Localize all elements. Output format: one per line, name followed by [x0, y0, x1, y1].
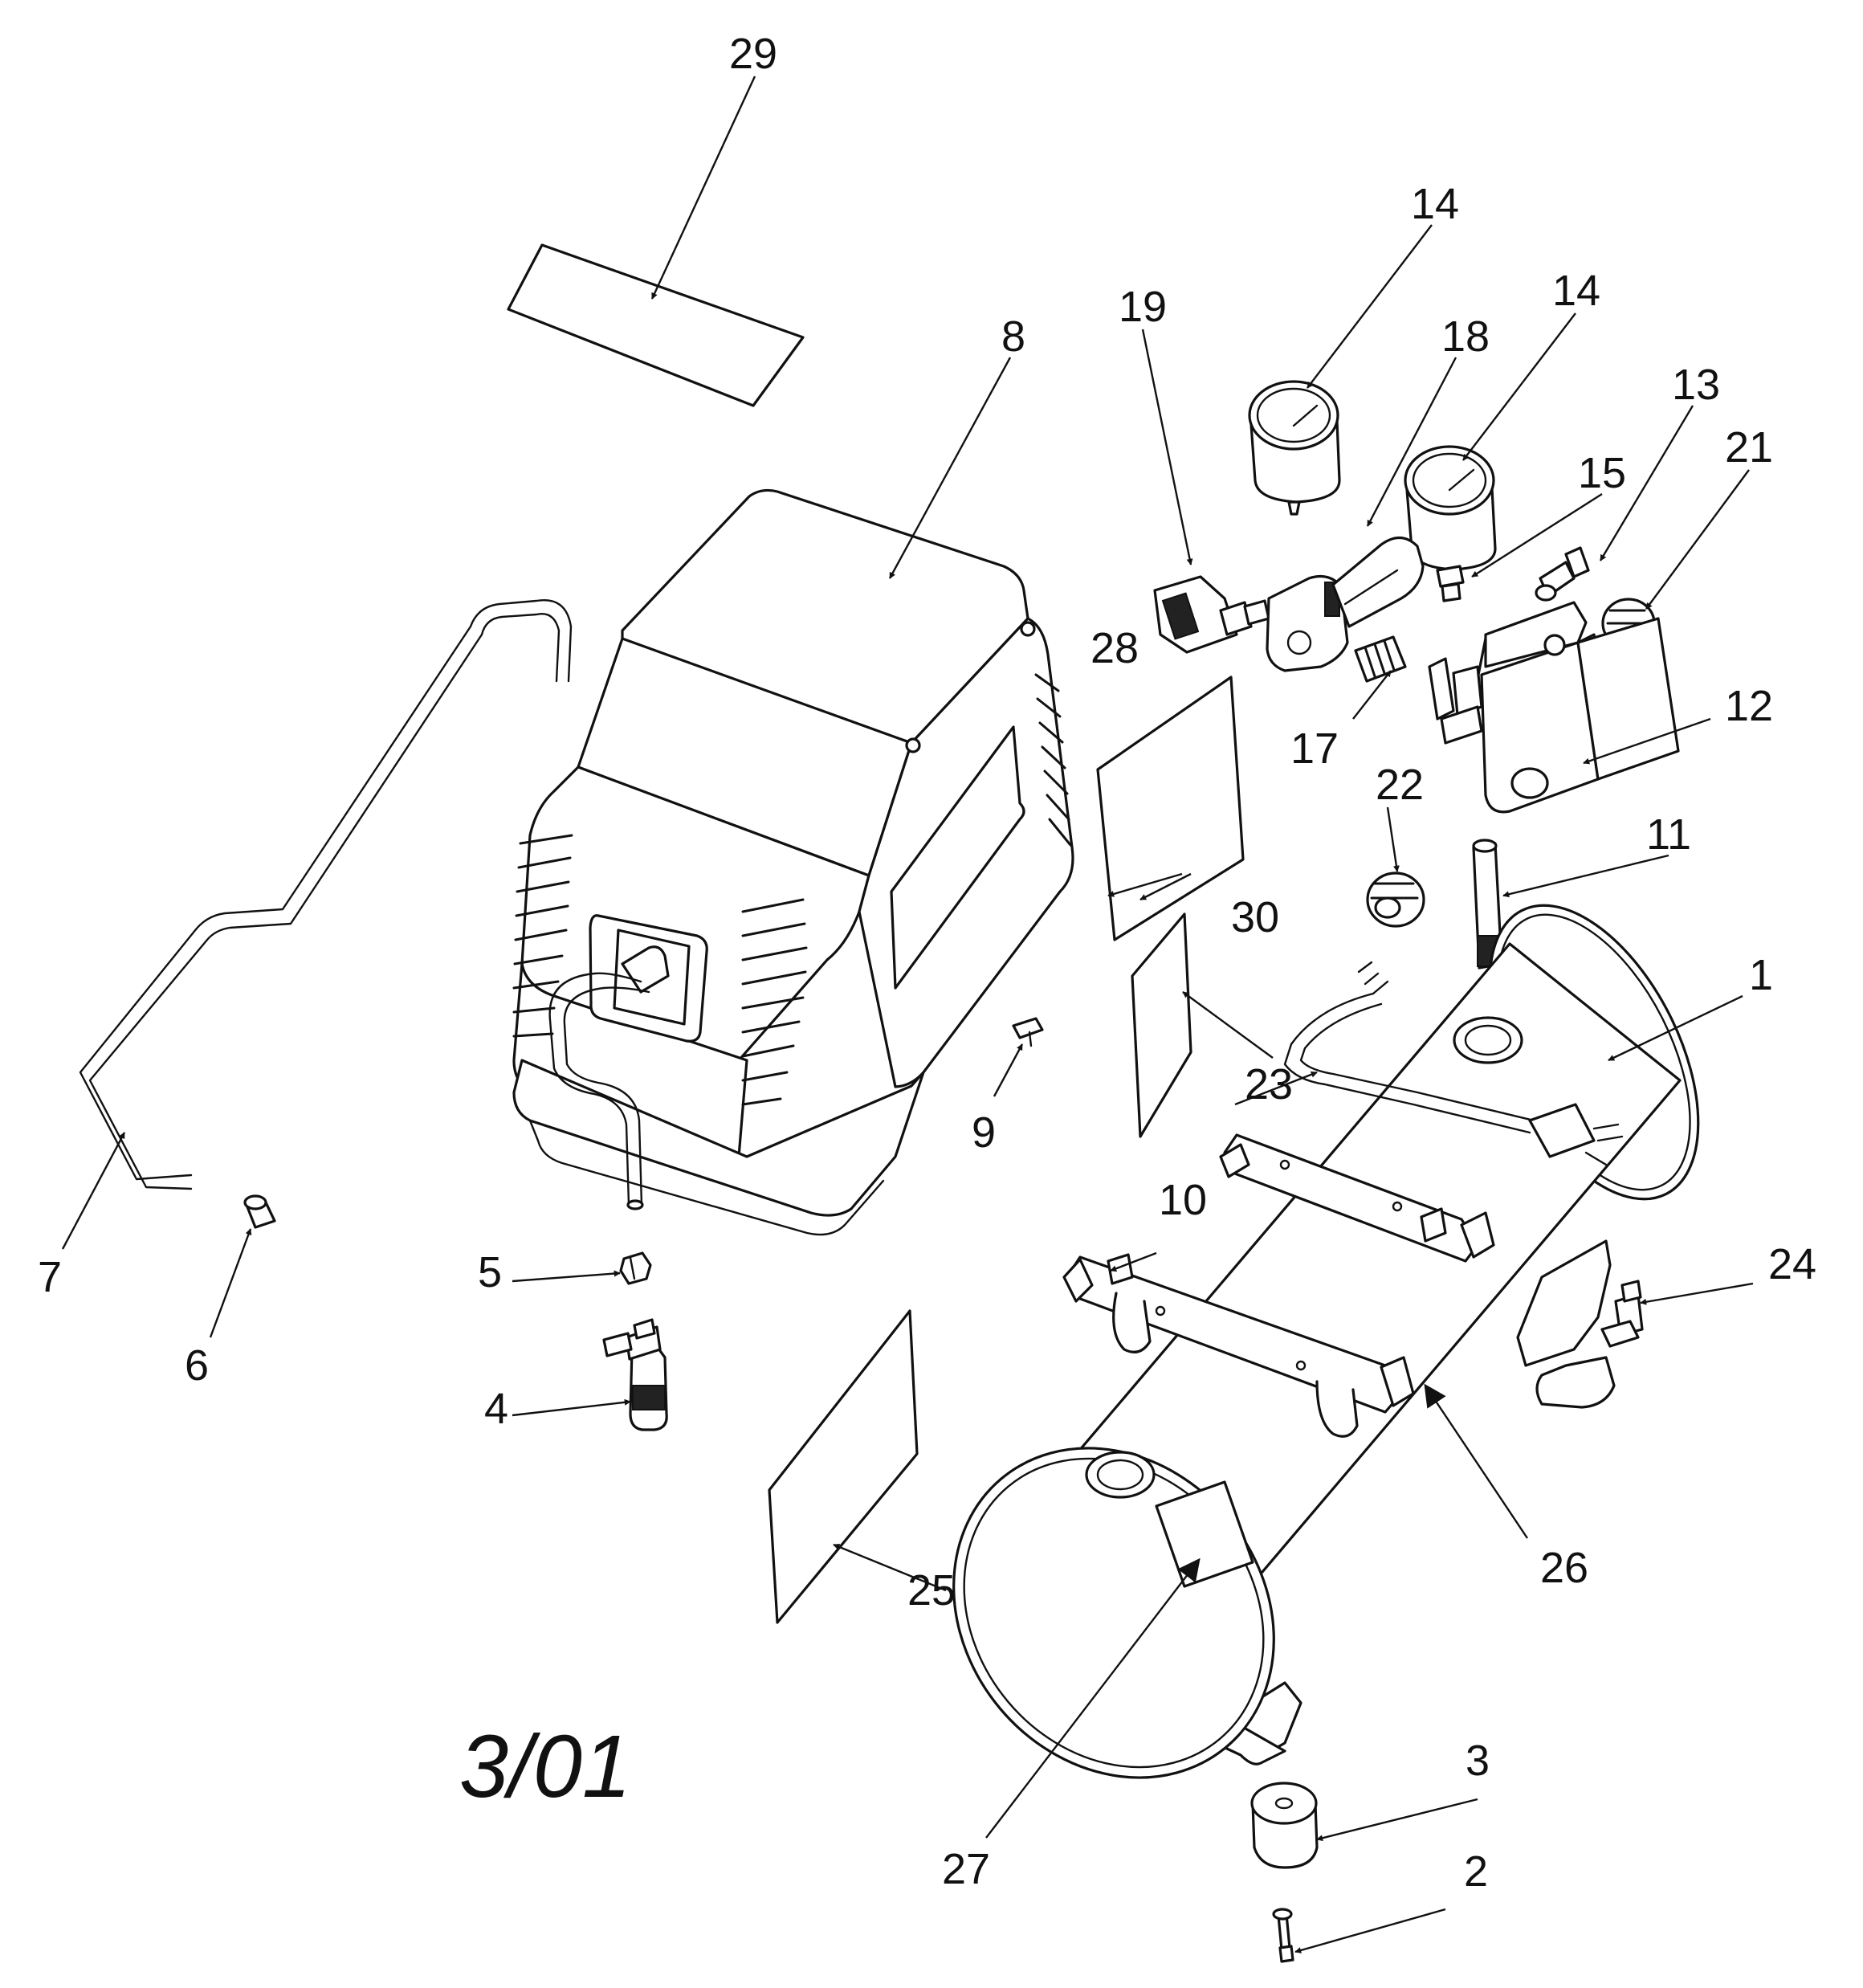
callout-23: 23 — [1245, 1060, 1293, 1108]
elbow-13 — [1535, 546, 1590, 602]
decal-30 — [1131, 912, 1192, 1138]
callout-28: 28 — [1090, 624, 1139, 672]
callout-26: 26 — [1540, 1544, 1588, 1592]
callout-19: 19 — [1119, 283, 1167, 331]
callout-7: 7 — [38, 1253, 62, 1301]
callout-5: 5 — [478, 1248, 502, 1296]
callout-14-left: 14 — [1411, 180, 1459, 228]
callout-17: 17 — [1290, 725, 1339, 773]
decal-29 — [507, 243, 805, 407]
bushing-22 — [1366, 872, 1425, 928]
callout-24: 24 — [1768, 1240, 1816, 1288]
callout-21: 21 — [1725, 423, 1773, 471]
callout-18: 18 — [1441, 312, 1490, 361]
bracket-26 — [1062, 1253, 1415, 1438]
callout-11: 11 — [1646, 810, 1691, 859]
date-code: 3/01 — [459, 1717, 631, 1816]
gauge-14-left — [1248, 380, 1341, 516]
pressure-switch-12 — [1428, 601, 1680, 814]
screw-9 — [1012, 1017, 1044, 1047]
leader-lines — [61, 76, 1754, 1953]
callout-6: 6 — [185, 1341, 209, 1390]
callout-14-right: 14 — [1552, 267, 1600, 315]
callout-1: 1 — [1749, 951, 1773, 999]
screw-2 — [1272, 1908, 1294, 1963]
bracket-10 — [1219, 1133, 1495, 1263]
callout-8: 8 — [1001, 312, 1025, 361]
nipple-15 — [1436, 565, 1465, 602]
callout-25: 25 — [907, 1566, 956, 1614]
callout-22: 22 — [1376, 761, 1424, 809]
callout-2: 2 — [1464, 1847, 1488, 1896]
callout-13: 13 — [1672, 361, 1720, 409]
regulator-18 — [1266, 536, 1425, 672]
foot-3 — [1250, 1782, 1319, 1869]
drain-valve-4 — [602, 1318, 668, 1431]
cap-6 — [243, 1194, 276, 1229]
callout-15: 15 — [1578, 449, 1626, 497]
callout-29: 29 — [729, 30, 777, 78]
handle-7 — [79, 599, 573, 1190]
callout-9: 9 — [972, 1108, 996, 1157]
nipple-17 — [1354, 635, 1407, 683]
power-cord-23 — [1283, 961, 1624, 1166]
gauge-14-right — [1404, 445, 1497, 583]
callout-labels: 29 8 14 14 19 18 15 13 21 28 12 17 22 11… — [38, 30, 1816, 1896]
nut-5 — [619, 1251, 652, 1285]
callout-30: 30 — [1231, 893, 1279, 941]
fitting-24 — [1600, 1280, 1644, 1348]
callout-3: 3 — [1466, 1737, 1490, 1785]
coupler-19 — [1153, 575, 1270, 654]
callout-4: 4 — [484, 1385, 508, 1433]
shroud-8 — [512, 488, 1074, 1236]
callout-12: 12 — [1725, 682, 1773, 730]
callout-27: 27 — [942, 1845, 990, 1893]
callout-10: 10 — [1159, 1176, 1207, 1224]
decal-25 — [768, 1309, 919, 1624]
decal-28 — [1096, 676, 1245, 941]
